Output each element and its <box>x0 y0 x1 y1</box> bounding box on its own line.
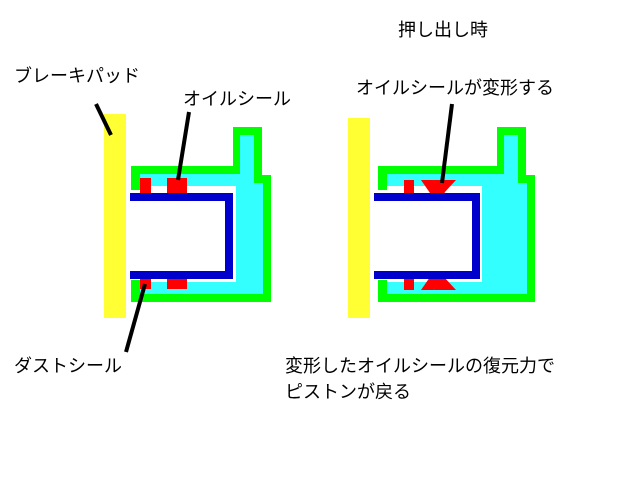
leader-brake-pad <box>94 103 113 136</box>
oil-seal-bottom-right-wedge <box>433 277 456 290</box>
leader-oil-seal-left <box>176 111 191 181</box>
brake-pad-label: ブレーキパッド <box>14 66 140 87</box>
push-time-label: 押し出し時 <box>398 20 488 41</box>
dust-seal-bottom-right <box>404 277 414 290</box>
oil-seal-bottom-right-deformed <box>421 277 445 290</box>
oil-seal-top-left <box>167 178 187 193</box>
diagram-rest <box>104 114 271 318</box>
caliper-body-right <box>378 127 535 302</box>
fluid-chamber-right <box>387 135 527 294</box>
dust-seal-bottom-left <box>140 274 151 289</box>
oil-seal-deforms-label: オイルシールが変形する <box>356 78 554 99</box>
restore-text-line1: 変形したオイルシールの復元力で <box>285 356 555 377</box>
leader-dust-seal <box>124 283 147 353</box>
diagram-push <box>348 118 535 318</box>
brake-pad-left <box>104 114 126 318</box>
dust-seal-top-left <box>140 178 151 193</box>
leader-oil-seal-right <box>440 103 454 184</box>
dust-seal-label: ダストシール <box>14 356 122 377</box>
restore-text-line2: ピストンが戻る <box>285 382 411 403</box>
fluid-chamber-left <box>140 135 263 294</box>
piston-right <box>374 193 480 279</box>
oil-seal-top-right-wedge <box>433 180 456 193</box>
brake-pad-right <box>348 118 370 318</box>
dust-seal-top-right <box>404 180 414 193</box>
oil-seal-label: オイルシール <box>183 89 291 110</box>
piston-left <box>130 193 233 279</box>
oil-seal-top-right-deformed <box>421 180 445 193</box>
caliper-body-left <box>131 127 271 302</box>
